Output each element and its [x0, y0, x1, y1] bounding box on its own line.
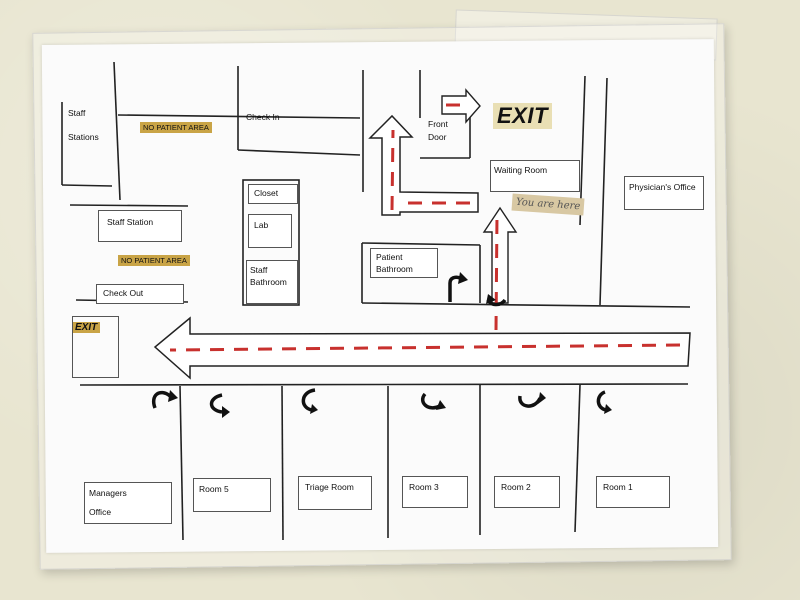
patient-bathroom-label-2: Bathroom: [376, 264, 413, 274]
wall-staff-stations: [113, 61, 121, 201]
exit-sign-left: EXIT: [72, 322, 101, 333]
closet-box: Closet: [248, 184, 298, 204]
check-out-box: Check Out: [96, 284, 184, 304]
closet-label: Closet: [254, 188, 279, 198]
wall-physician-left: [599, 77, 608, 306]
managers-office-box: Managers Office: [84, 482, 172, 524]
door-swing-arrows: [152, 275, 607, 414]
room-1-box: Room 1: [596, 476, 670, 508]
waiting-room-box: Waiting Room: [490, 160, 580, 192]
staff-bathroom-label: Staff: [250, 265, 268, 275]
front-door-label: Front: [428, 119, 448, 129]
exit-sign-top: EXIT: [493, 103, 552, 129]
wall-corridor-top: [361, 302, 691, 308]
managers-office-label: Managers: [89, 488, 127, 498]
staff-stations-label-2: Stations: [68, 132, 99, 142]
waiting-room-label: Waiting Room: [494, 165, 548, 175]
patient-bathroom-box: Patient Bathroom: [370, 248, 438, 278]
room-5-box: Room 5: [193, 478, 271, 512]
no-patient-area-tape-2: NO PATIENT AREA: [118, 255, 190, 266]
front-door-label-2: Door: [428, 132, 447, 142]
room-5-label: Room 5: [199, 484, 229, 494]
room-2-box: Room 2: [494, 476, 560, 508]
staff-stations-label: Staff: [68, 108, 86, 118]
managers-office-label-2: Office: [89, 507, 112, 517]
lab-box: Lab: [248, 214, 292, 248]
room-3-label: Room 3: [409, 482, 439, 492]
front-door-arrow: [441, 88, 481, 124]
check-out-label: Check Out: [103, 288, 144, 298]
room-2-label: Room 2: [501, 482, 531, 492]
room-1-label: Room 1: [603, 482, 633, 492]
wall-checkin-top: [117, 114, 361, 119]
staff-station-box: Staff Station: [98, 210, 182, 242]
physicians-office-box: Physician's Office: [624, 176, 704, 210]
check-in-label: Check In: [246, 112, 280, 122]
staff-bathroom-label-2: Bathroom: [250, 277, 287, 287]
no-patient-area-tape-1: NO PATIENT AREA: [140, 122, 212, 133]
evacuation-route: [169, 103, 681, 352]
corridor-arrow: [153, 316, 691, 380]
room-3-box: Room 3: [402, 476, 468, 508]
exit-path-arrow: [368, 114, 479, 216]
wall-corridor-bottom: [79, 383, 689, 386]
patient-bathroom-label: Patient: [376, 252, 403, 262]
you-are-here-arrow: [482, 206, 518, 304]
triage-room-label: Triage Room: [305, 482, 354, 492]
exit-left-box: [72, 316, 119, 378]
physicians-office-label: Physician's Office: [629, 182, 696, 192]
triage-room-box: Triage Room: [298, 476, 372, 510]
staff-bathroom-box: Staff Bathroom: [246, 260, 298, 304]
staff-station-label: Staff Station: [107, 217, 154, 227]
lab-label: Lab: [254, 220, 269, 230]
wall-room-divider: [179, 385, 184, 541]
